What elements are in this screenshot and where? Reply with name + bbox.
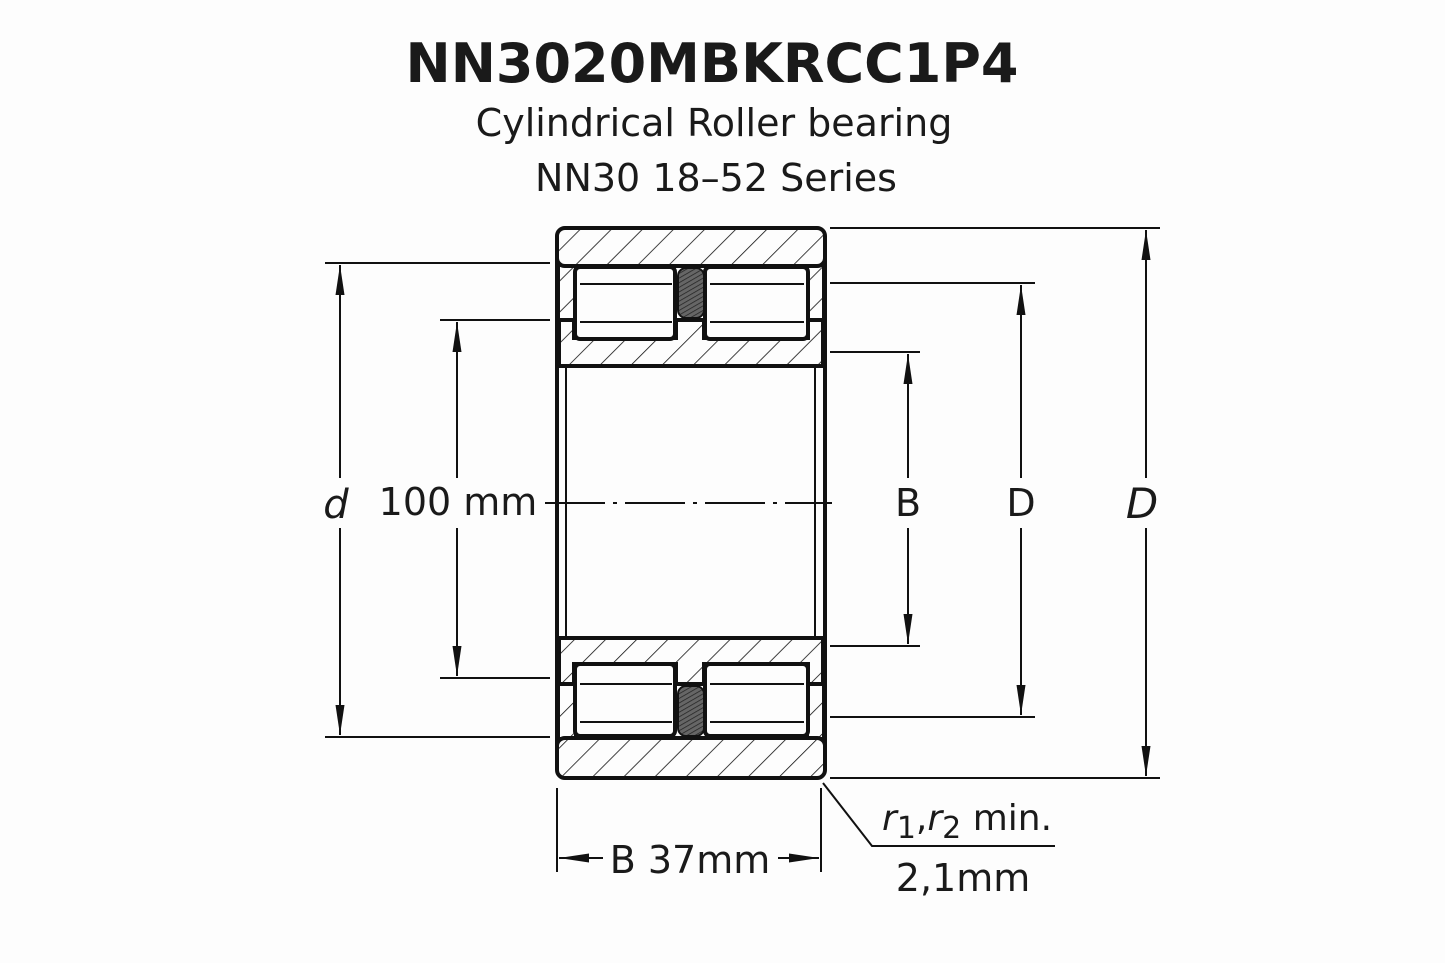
- b-symbol: B: [895, 481, 921, 525]
- dimension-bore: 100 mm: [379, 319, 550, 679]
- bottom-roller-right: [703, 662, 810, 738]
- radius-label: r1,r2 min.: [882, 798, 1052, 846]
- top-cage: [677, 267, 705, 319]
- width-label: B 37mm: [610, 838, 771, 882]
- bottom-outer-ring: [555, 736, 827, 780]
- description-subtitle: Cylindrical Roller bearing: [476, 101, 953, 145]
- dimension-d-inner: D: [830, 282, 1036, 718]
- top-inner-ring: [557, 318, 825, 368]
- bottom-roller-left: [573, 662, 677, 738]
- dimension-d: d: [323, 262, 550, 738]
- d-outer-symbol: D: [1126, 479, 1158, 528]
- series-subtitle: NN30 18–52 Series: [535, 156, 897, 200]
- top-roller-left: [573, 265, 677, 341]
- top-outer-ring: [555, 226, 827, 268]
- radius-value: 2,1mm: [896, 856, 1030, 900]
- radius-callout: r1,r2 min. 2,1mm: [822, 782, 1055, 900]
- dimension-b: B: [830, 351, 921, 647]
- bore-value: 100 mm: [379, 480, 538, 524]
- dimension-width: B 37mm: [556, 788, 822, 882]
- top-roller-right: [703, 265, 810, 341]
- bearing-cross-section: [555, 226, 827, 780]
- dimension-d-outer: D: [830, 227, 1160, 779]
- d-inner-symbol: D: [1006, 481, 1035, 525]
- d-symbol: d: [323, 482, 349, 528]
- part-number-title: NN3020MBKRCC1P4: [406, 32, 1019, 95]
- bottom-cage: [677, 685, 705, 737]
